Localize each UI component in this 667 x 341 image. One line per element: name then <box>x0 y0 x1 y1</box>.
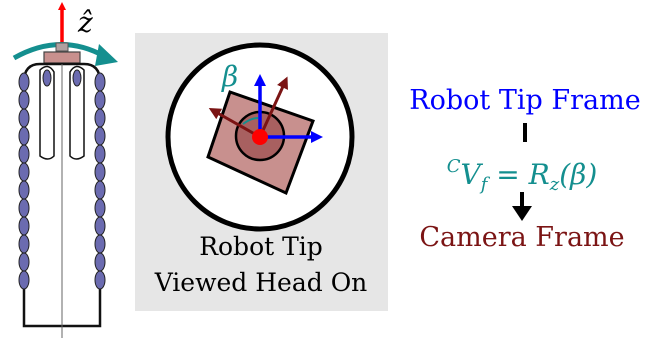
tip-center-dot <box>252 129 268 145</box>
head-on-view-panel: β Robot Tip Viewed Head On <box>135 33 388 311</box>
gasket <box>94 126 106 146</box>
beta-angle-arc <box>242 117 259 125</box>
equation-rhs-argument: (β) <box>559 158 597 191</box>
gasket <box>18 162 30 182</box>
gasket <box>94 198 106 218</box>
gasket <box>94 90 106 110</box>
gasket <box>94 252 106 272</box>
gasket <box>18 126 30 146</box>
gasket <box>94 180 106 200</box>
gasket <box>94 234 106 254</box>
gasket <box>18 72 30 92</box>
gasket <box>18 144 30 164</box>
gasket <box>94 216 106 236</box>
frame-transformation: Robot Tip Frame CVf = Rz(β) Camera Frame <box>409 85 640 253</box>
rotation-arc-arrowhead <box>95 44 118 66</box>
gasket <box>94 270 106 290</box>
tip-cap-plate <box>43 51 81 64</box>
gasket <box>94 72 106 92</box>
gasket <box>72 69 82 87</box>
gasket <box>18 216 30 236</box>
robot-side-view: ẑ <box>12 2 118 338</box>
gasket <box>18 180 30 200</box>
source-frame-label: Robot Tip Frame <box>409 85 640 116</box>
beta-label: β <box>221 60 238 93</box>
gasket <box>94 108 106 128</box>
equation-rhs: R <box>528 158 550 191</box>
gasket <box>18 108 30 128</box>
transform-arrow-head <box>512 206 532 221</box>
z-axis-label: ẑ <box>77 6 93 39</box>
caption-line1: Robot Tip <box>199 232 323 261</box>
equation-equals: = <box>487 158 528 191</box>
caption-line2: Viewed Head On <box>154 268 368 297</box>
gaskets-left <box>18 72 30 290</box>
target-frame-label: Camera Frame <box>419 222 624 253</box>
gasket <box>18 198 30 218</box>
transform-equation: CVf = Rz(β) <box>447 156 598 195</box>
dark-red-x-axis <box>208 108 261 139</box>
equation-lhs: V <box>460 158 483 191</box>
gasket <box>18 234 30 254</box>
gasket <box>94 144 106 164</box>
dark-red-y-axis <box>258 76 288 138</box>
gaskets-top <box>42 69 82 87</box>
gasket <box>18 270 30 290</box>
tip-cap-top <box>55 42 69 52</box>
equation-rhs-subscript: z <box>549 174 560 195</box>
gasket <box>94 162 106 182</box>
gaskets-right <box>94 72 106 290</box>
robot-inner-fold-left <box>39 65 55 160</box>
gasket <box>18 252 30 272</box>
robot-inner-fold-right <box>69 65 85 160</box>
gasket <box>18 90 30 110</box>
gasket <box>42 69 52 87</box>
equation-superscript: C <box>447 156 461 177</box>
